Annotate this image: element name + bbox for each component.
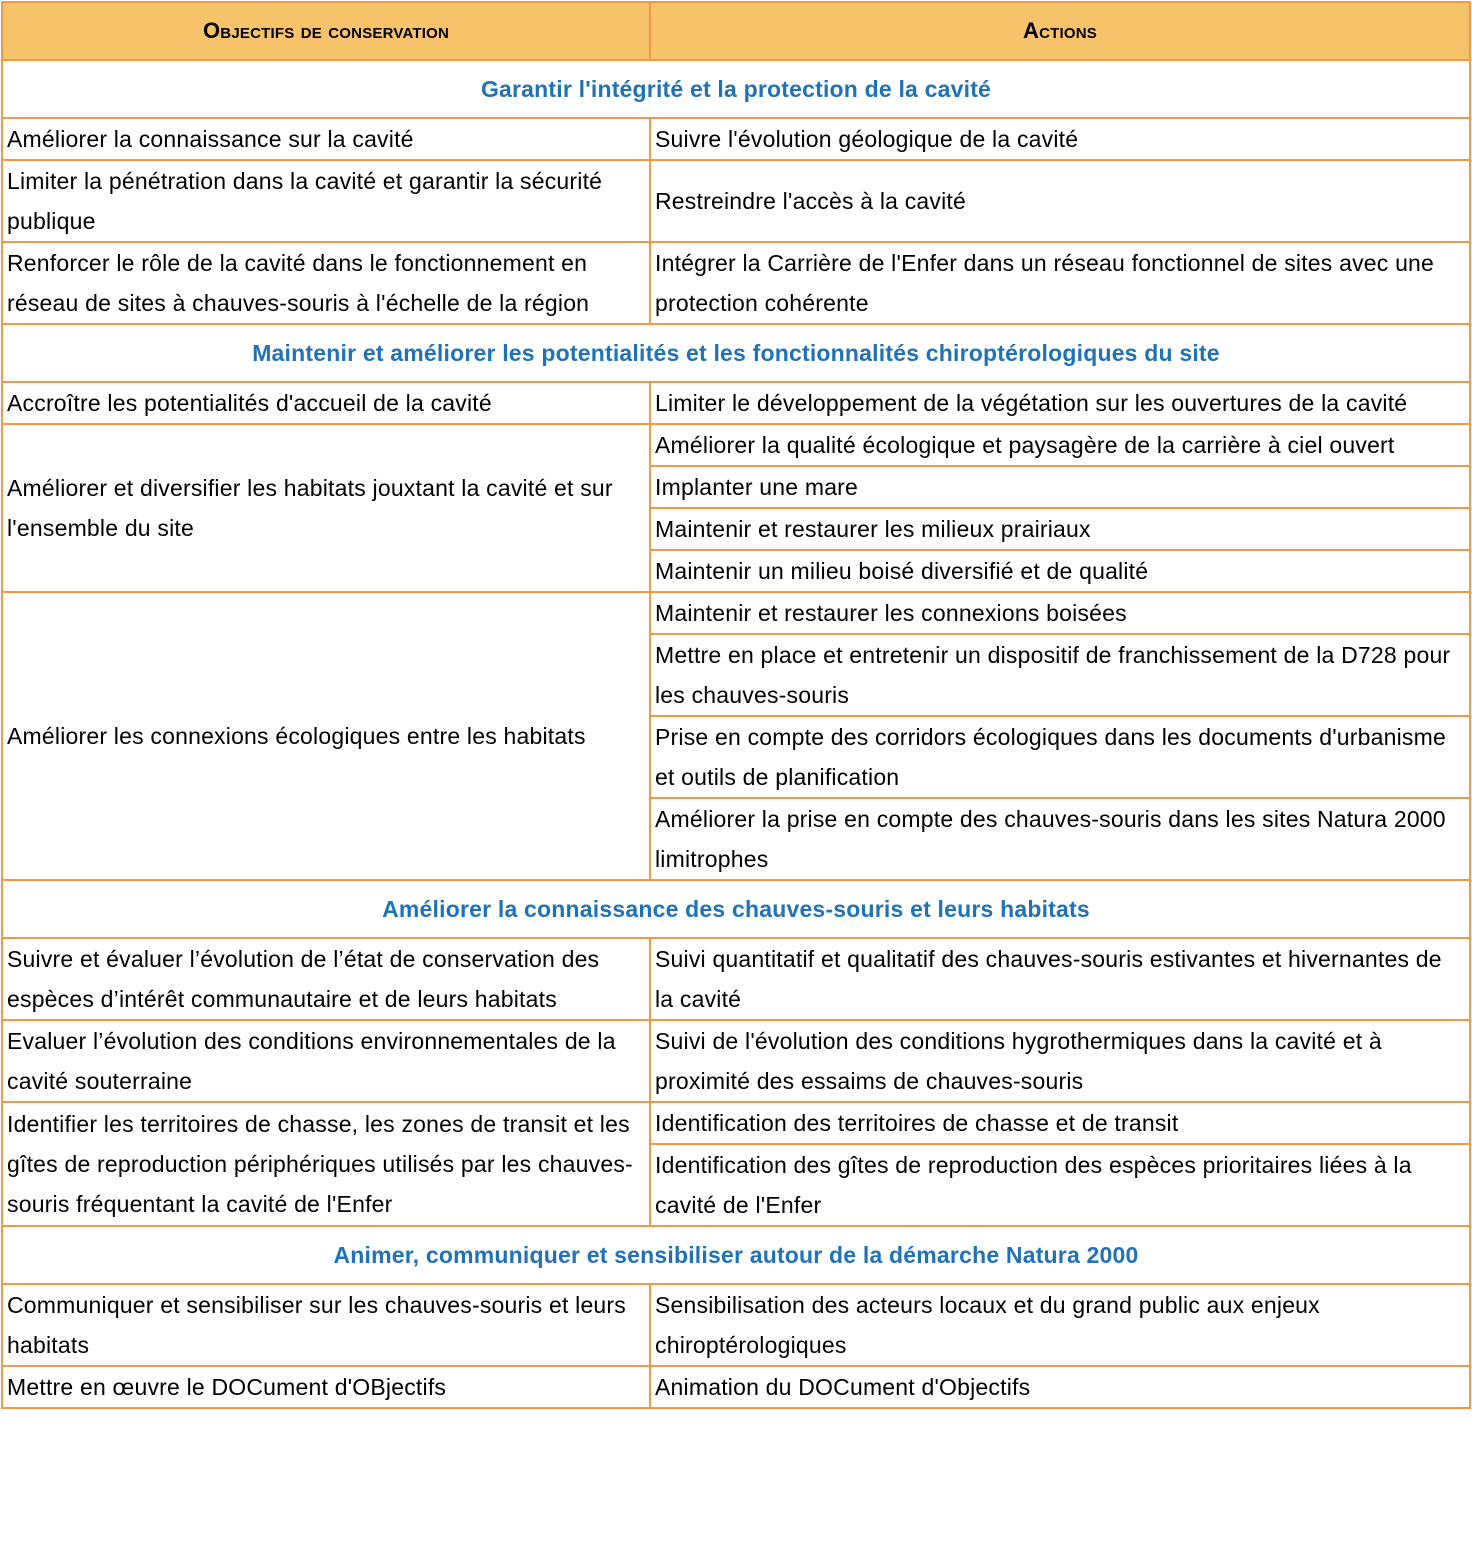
table-header-row: Objectifs de conservation Actions [1,1,1471,61]
table-row: Accroître les potentialités d'accueil de… [1,381,1471,425]
action-cell: Maintenir et restaurer les connexions bo… [649,591,1471,635]
table-row: Maintenir un milieu boisé diversifié et … [2,549,1471,593]
objective-cell: Identifier les territoires de chasse, le… [1,1101,651,1227]
table-row: Améliorer et diversifier les habitats jo… [1,423,1471,593]
conservation-objectives-table: Objectifs de conservation Actions Garant… [1,1,1471,1409]
table-row: Communiquer et sensibiliser sur les chau… [1,1283,1471,1367]
table-row: Suivre et évaluer l’évolution de l’état … [1,937,1471,1021]
table-row: Evaluer l’évolution des conditions envir… [1,1019,1471,1103]
header-actions: Actions [649,1,1471,61]
action-cell: Suivi quantitatif et qualitatif des chau… [649,937,1471,1021]
header-objectives: Objectifs de conservation [1,1,651,61]
table-row: Maintenir et restaurer les milieux prair… [2,507,1471,551]
table-row: Identifier les territoires de chasse, le… [1,1101,1471,1227]
action-cell: Maintenir un milieu boisé diversifié et … [649,549,1471,593]
table-row: Améliorer la connaissance sur la cavité … [1,117,1471,161]
objective-cell: Limiter la pénétration dans la cavité et… [1,159,651,243]
action-cell: Restreindre l'accès à la cavité [649,159,1471,243]
action-cell: Intégrer la Carrière de l'Enfer dans un … [649,241,1471,325]
objective-cell: Améliorer les connexions écologiques ent… [1,591,651,881]
section-row: Animer, communiquer et sensibiliser auto… [1,1225,1471,1285]
objective-cell: Accroître les potentialités d'accueil de… [1,381,651,425]
table-row: Implanter une mare [2,465,1471,509]
action-cell: Maintenir et restaurer les milieux prair… [649,507,1471,551]
table-row: Améliorer les connexions écologiques ent… [1,591,1471,881]
objective-cell: Améliorer et diversifier les habitats jo… [1,423,651,593]
objective-cell: Suivre et évaluer l’évolution de l’état … [1,937,651,1021]
objective-cell: Mettre en œuvre le DOCument d'OBjectifs [1,1365,651,1409]
action-cell: Identification des territoires de chasse… [649,1101,1471,1145]
action-cell: Implanter une mare [649,465,1471,509]
action-cell: Limiter le développement de la végétatio… [649,381,1471,425]
table-row: Mettre en œuvre le DOCument d'OBjectifs … [1,1365,1471,1409]
action-cell: Suivi de l'évolution des conditions hygr… [649,1019,1471,1103]
table-row: Mettre en place et entretenir un disposi… [2,633,1471,717]
action-cell: Prise en compte des corridors écologique… [649,715,1471,799]
action-cell: Sensibilisation des acteurs locaux et du… [649,1283,1471,1367]
action-cell: Suivre l'évolution géologique de la cavi… [649,117,1471,161]
section-title: Animer, communiquer et sensibiliser auto… [1,1225,1471,1285]
action-cell: Améliorer la prise en compte des chauves… [649,797,1471,881]
section-title: Maintenir et améliorer les potentialités… [1,323,1471,383]
action-cell: Identification des gîtes de reproduction… [649,1143,1471,1227]
table-row: Renforcer le rôle de la cavité dans le f… [1,241,1471,325]
action-cell: Améliorer la qualité écologique et paysa… [649,423,1471,467]
table-row: Prise en compte des corridors écologique… [2,715,1471,799]
objective-cell: Renforcer le rôle de la cavité dans le f… [1,241,651,325]
objective-cell: Evaluer l’évolution des conditions envir… [1,1019,651,1103]
action-cell: Animation du DOCument d'Objectifs [649,1365,1471,1409]
table-row: Limiter la pénétration dans la cavité et… [1,159,1471,243]
section-row: Maintenir et améliorer les potentialités… [1,323,1471,383]
table-row: Améliorer la prise en compte des chauves… [2,797,1471,881]
objective-cell: Améliorer la connaissance sur la cavité [1,117,651,161]
section-title: Garantir l'intégrité et la protection de… [1,59,1471,119]
table-row: Identification des gîtes de reproduction… [2,1143,1471,1227]
section-title: Améliorer la connaissance des chauves-so… [1,879,1471,939]
action-cell: Mettre en place et entretenir un disposi… [649,633,1471,717]
section-row: Garantir l'intégrité et la protection de… [1,59,1471,119]
objective-cell: Communiquer et sensibiliser sur les chau… [1,1283,651,1367]
section-row: Améliorer la connaissance des chauves-so… [1,879,1471,939]
